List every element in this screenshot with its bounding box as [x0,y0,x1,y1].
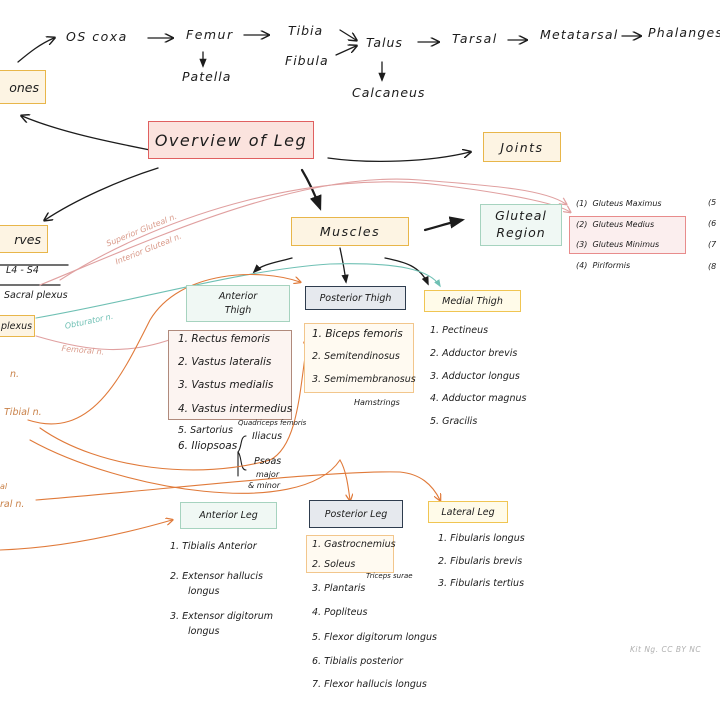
overview-of-leg-box[interactable]: Overview of Leg [148,121,314,159]
posterior-leg-muscle: 4. Popliteus [312,607,368,618]
sacral-plexus-label: Sacral plexus [4,290,68,301]
anterior-thigh-muscle: 6. Iliopsoas [178,440,238,452]
bone-fibula: Fibula [285,53,329,68]
anterior-thigh-muscle: 4. Vastus intermedius [178,403,293,415]
medial-thigh-muscle: 2. Adductor brevis [430,348,518,359]
gluteal-num: (2) [576,220,588,229]
iliopsoas-part: Iliacus [252,431,283,442]
gluteal-num-right: (5 [708,198,717,207]
gluteal-num: (4) [576,261,588,270]
medial-thigh-muscle: 4. Adductor magnus [430,393,527,404]
gluteal-name: Gluteus Medius [592,220,655,229]
gluteal-name: Piriformis [592,261,631,270]
posterior-leg-muscle: 5. Flexor digitorum longus [312,632,437,643]
medial-thigh-muscle-list: 1. Pectineus 2. Adductor brevis 3. Adduc… [430,326,540,426]
quadriceps-group-box [168,330,292,420]
lateral-leg-muscle: 2. Fibularis brevis [438,556,523,567]
bone-patella: Patella [182,69,232,84]
anterior-thigh-box[interactable]: Anterior Thigh [186,285,290,322]
iliopsoas-part: major [256,470,280,479]
posterior-thigh-muscle-list: 1. Biceps femoris 2. Semitendinosus 3. S… [312,329,422,389]
quadriceps-note: Quadriceps femoris [238,419,307,427]
posterior-leg-muscle: 2. Soleus [312,559,356,570]
anterior-leg-muscle: 3. Extensor digitorum [170,611,274,622]
nerves-box[interactable]: rves [0,225,48,253]
medial-thigh-muscle: 3. Adductor longus [430,371,520,382]
muscles-box[interactable]: Muscles [291,217,409,246]
posterior-leg-muscle: 3. Plantaris [312,583,366,594]
posterior-leg-muscle: 7. Flexor hallucis longus [312,679,427,690]
anterior-thigh-muscle: 3. Vastus medialis [178,379,274,391]
anterior-leg-muscle: 2. Extensor hallucis [170,571,263,582]
bone-talus: Talus [366,35,403,50]
posterior-leg-muscle: 6. Tibialis posterior [312,656,403,667]
gluteal-num-right: (8 [708,262,717,271]
iliopsoas-part: & minor [248,481,281,490]
gluteal-highlight-box [569,216,686,254]
gluteal-num-right: (6 [708,219,717,228]
triceps-surae-group-box [306,535,394,573]
anterior-leg-muscle: 1. Tibialis Anterior [170,541,257,552]
bone-os-coxa: OS coxa [66,29,128,44]
anterior-leg-box[interactable]: Anterior Leg [180,502,277,529]
anterior-leg-muscle: longus [188,626,220,637]
gluteal-num: (1) [576,199,588,208]
posterior-thigh-muscle: 3. Semimembranosus [312,374,416,385]
anterior-thigh-muscle: 5. Sartorius [178,425,233,436]
bones-box[interactable]: ones [0,70,46,104]
lateral-leg-muscle: 1. Fibularis longus [438,533,525,544]
iliopsoas-part: Psoas [254,456,282,467]
lateral-leg-muscle-list: 1. Fibularis longus 2. Fibularis brevis … [438,534,548,594]
nerve-roots: L4 - S4 [6,265,39,276]
hamstrings-group-box [304,323,414,393]
lateral-leg-box[interactable]: Lateral Leg [428,501,508,523]
medial-thigh-muscle: 1. Pectineus [430,325,489,336]
posterior-leg-box[interactable]: Posterior Leg [309,500,403,528]
gluteal-num: (3) [576,240,588,249]
gluteal-name: Gluteus Minimus [592,240,660,249]
posterior-thigh-box[interactable]: Posterior Thigh [305,286,406,310]
anterior-thigh-muscle: 2. Vastus lateralis [178,356,272,368]
bone-tibia: Tibia [288,23,324,38]
hamstrings-note: Hamstrings [354,398,400,407]
posterior-leg-muscle: 1. Gastrocnemius [312,539,396,550]
bone-metatarsal: Metatarsal [540,27,619,42]
author-credit: Kit Ng. CC BY NC [630,645,702,654]
bone-tarsal: Tarsal [452,31,498,46]
bone-phalanges: Phalanges [648,25,720,40]
medial-thigh-muscle: 5. Gracilis [430,416,478,427]
tibial-nerve: Tibial n. [4,407,42,418]
gluteal-region-box[interactable]: Gluteal Region [480,204,562,246]
lateral-leg-muscle: 3. Fibularis tertius [438,578,525,589]
plexus-box[interactable]: plexus [0,315,35,337]
anterior-thigh-muscle-list: 1. Rectus femoris 2. Vastus lateralis 3.… [178,334,298,464]
nerve-fragment-ral: ral n. [0,499,25,510]
bone-calcaneus: Calcaneus [352,85,426,100]
nerve-fragment: n. [10,369,20,380]
gluteal-name: Gluteus Maximus [592,199,662,208]
bone-femur: Femur [186,27,234,42]
gluteal-muscle-list: (1) Gluteus Maximus (2) Gluteus Medius (… [576,200,696,270]
nerve-fragment-al: al [0,482,8,491]
anterior-thigh-muscle: 1. Rectus femoris [178,333,270,345]
triceps-surae-note: Triceps surae [366,572,413,580]
posterior-leg-muscle-list: 1. Gastrocnemius 2. Soleus 3. Plantaris … [312,540,452,690]
gluteal-num-right: (7 [708,240,717,249]
anterior-leg-muscle: longus [188,586,220,597]
anterior-leg-muscle-list: 1. Tibialis Anterior 2. Extensor halluci… [170,542,300,642]
medial-thigh-box[interactable]: Medial Thigh [424,290,521,312]
posterior-thigh-muscle: 1. Biceps femoris [312,328,403,340]
posterior-thigh-muscle: 2. Semitendinosus [312,351,400,362]
joints-box[interactable]: Joints [483,132,561,162]
